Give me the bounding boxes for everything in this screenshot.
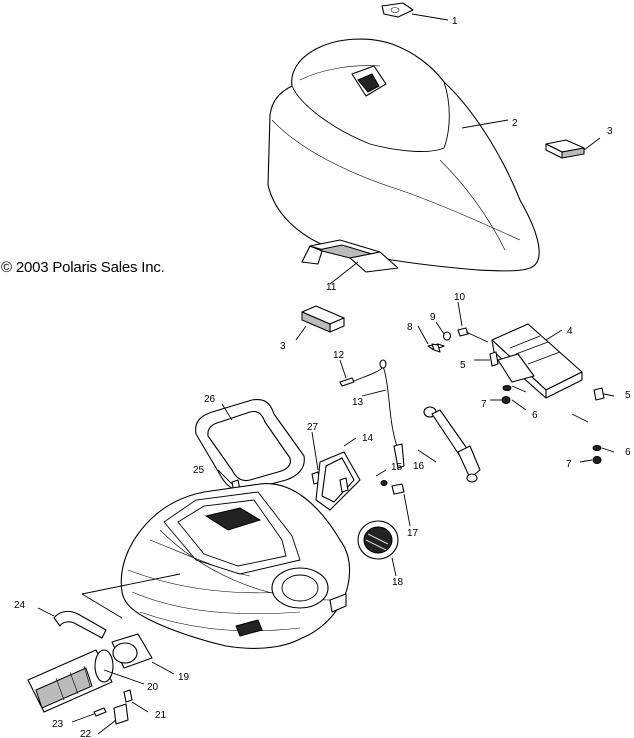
part-13-cable: [353, 359, 405, 469]
part-24-strap: [53, 573, 181, 639]
callout-23: 23: [52, 719, 64, 730]
part-15-washer: [380, 480, 388, 486]
part-9-washer: [442, 331, 452, 341]
part-5-screw-mid: [489, 351, 499, 367]
callout-21: 21: [155, 710, 167, 721]
part-19-sleeve: [111, 633, 153, 669]
callout-22: 22: [80, 729, 92, 738]
callout-24: 24: [14, 600, 26, 611]
callout-14: 14: [362, 433, 374, 444]
copyright-text: © 2003 Polaris Sales Inc.: [1, 259, 165, 276]
part-11-hinge: [301, 239, 399, 273]
callout-26: 26: [204, 394, 216, 405]
part-26-gasket: [195, 398, 305, 492]
callout-6-mid: 6: [532, 410, 538, 421]
part-22-latch: [113, 703, 129, 725]
part-6-washer-mid: [502, 385, 527, 393]
callout-13: 13: [352, 397, 364, 408]
callout-17: 17: [407, 528, 419, 539]
callout-18: 18: [392, 577, 404, 588]
part-5-screw-right: [593, 387, 605, 401]
callout-20: 20: [147, 682, 159, 693]
callout-6-right: 6: [625, 447, 631, 458]
part-8-bolt: [427, 343, 445, 353]
callout-5-mid: 5: [460, 360, 466, 371]
callout-7-right: 7: [566, 459, 572, 470]
part-20-tube: [27, 649, 114, 713]
part-18-cap: [357, 520, 399, 560]
part-2-cover: [267, 38, 540, 272]
leader-lines: [37, 13, 615, 735]
callout-8: 8: [407, 322, 413, 333]
callout-3-lower: 3: [280, 341, 286, 352]
part-7-nut-mid: [501, 396, 511, 404]
callout-12: 12: [333, 350, 345, 361]
callout-2: 2: [512, 118, 518, 129]
part-3-bracket-lower: [301, 305, 345, 333]
callout-16: 16: [413, 461, 425, 472]
part-10-nut: [457, 327, 489, 343]
callout-1: 1: [452, 16, 458, 27]
callout-labels: 1 2 3 11 3 12 13 10 9 8 4 5 5 7 6 6 7 26…: [14, 16, 631, 738]
callout-10: 10: [454, 292, 466, 303]
part-3-bracket-upper: [545, 139, 585, 159]
part-17-screw: [391, 483, 405, 495]
callout-25: 25: [193, 465, 205, 476]
callout-27: 27: [307, 422, 319, 433]
callout-7-mid: 7: [481, 399, 487, 410]
part-7-nut-right: [592, 456, 602, 464]
part-1-plate: [381, 2, 414, 18]
part-16-strut: [423, 406, 481, 483]
callout-11: 11: [326, 282, 337, 293]
callout-9: 9: [430, 312, 436, 323]
part-12-clip: [339, 377, 355, 387]
part-23-screw: [93, 707, 107, 717]
callout-15: 15: [391, 462, 403, 473]
callout-4: 4: [567, 326, 573, 337]
callout-5-right: 5: [625, 390, 631, 401]
callout-19: 19: [178, 672, 190, 683]
part-4-latch-bracket: [491, 323, 583, 399]
storage-tub: [120, 483, 351, 649]
part-14-door: [315, 451, 361, 511]
callout-3-upper: 3: [607, 126, 613, 137]
part-6-washer-right: [571, 413, 602, 451]
part-21-clip: [123, 689, 133, 703]
